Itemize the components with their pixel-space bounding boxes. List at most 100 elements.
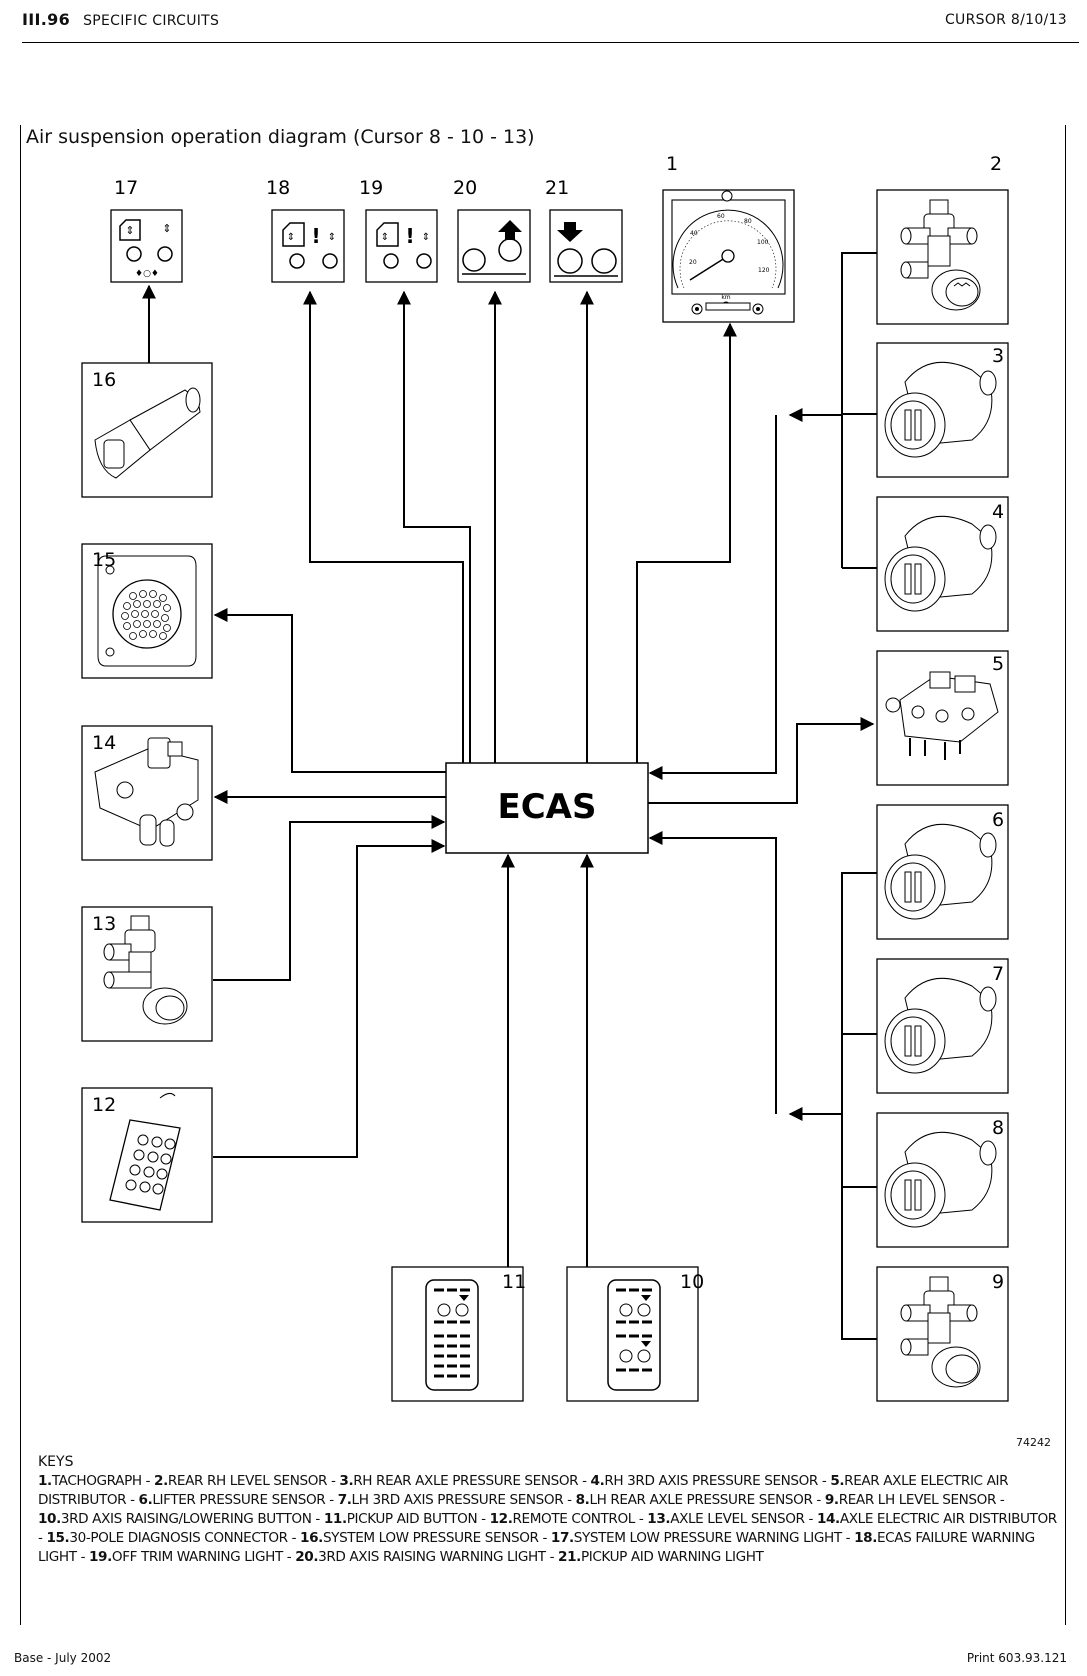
label-10: 10: [680, 1271, 704, 1293]
third-axis-button-10: [566, 1266, 699, 1402]
model-label: CURSOR 8/10/13: [944, 12, 1067, 28]
speed-80: 80: [744, 218, 752, 225]
frame-right-rule: [1065, 125, 1066, 1625]
line-ecas-to-15: [213, 608, 446, 773]
key-text-14: AXLE ELECTRIC AIR DISTRIBUTOR -: [38, 1511, 1057, 1546]
level-sensor-2: [876, 189, 1009, 325]
key-text-20: 3RD AXIS RAISING WARNING LIGHT -: [318, 1549, 559, 1565]
label-18: 18: [266, 177, 290, 199]
label-15: 15: [92, 549, 116, 571]
warning-light-19: ⇕ ! ⇕: [365, 209, 438, 283]
key-text-17: SYSTEM LOW PRESSURE WARNING LIGHT -: [573, 1530, 855, 1546]
svg-text:⇕: ⇕: [381, 232, 389, 243]
label-14: 14: [92, 732, 116, 754]
key-num-11: 11.: [323, 1511, 347, 1527]
key-text-15: 30-POLE DIAGNOSIS CONNECTOR -: [69, 1530, 301, 1546]
ecas-label: ECAS: [498, 787, 597, 827]
warning-light-21: [549, 209, 623, 283]
key-num-16: 16.: [300, 1530, 323, 1546]
pressure-sensor-4: [876, 496, 1009, 632]
key-num-3: 3.: [339, 1473, 354, 1489]
label-16: 16: [92, 369, 116, 391]
key-num-13: 13.: [647, 1511, 671, 1527]
key-num-15: 15.: [46, 1530, 70, 1546]
connection-lines: [142, 252, 877, 1340]
air-suspension-diagram: ECAS: [81, 153, 1009, 1402]
key-text-10: 3RD AXIS RAISING/LOWERING BUTTON -: [60, 1511, 324, 1527]
pickup-aid-button-11: [391, 1266, 524, 1402]
keys-legend: 1.TACHOGRAPH - 2.REAR RH LEVEL SENSOR - …: [38, 1472, 1058, 1567]
key-text-21: PICKUP AID WARNING LIGHT: [580, 1549, 764, 1565]
key-text-2: REAR RH LEVEL SENSOR -: [167, 1473, 340, 1489]
key-num-21: 21.: [558, 1549, 581, 1565]
svg-text:⇕: ⇕: [422, 232, 430, 243]
footer-edition: Base - July 2002: [14, 1651, 112, 1665]
line-bus2-to-ecas-lower: [648, 831, 777, 1114]
svg-text:⇕: ⇕: [328, 232, 336, 243]
label-4: 4: [992, 501, 1004, 523]
label-2: 2: [990, 153, 1002, 175]
speed-100: 100: [757, 239, 769, 246]
key-text-8: LH REAR AXLE PRESSURE SENSOR -: [589, 1492, 825, 1508]
key-num-7: 7.: [337, 1492, 352, 1508]
key-text-5: REAR AXLE ELECTRIC AIR DISTRIBUTOR -: [38, 1473, 1009, 1508]
label-7: 7: [992, 963, 1004, 985]
label-19: 19: [359, 177, 383, 199]
line-ecas-to-19: [397, 290, 471, 763]
pressure-sensor-6: [876, 804, 1009, 940]
ecas-unit: ECAS: [445, 762, 649, 854]
page-number: III.96: [22, 10, 71, 29]
key-num-20: 20.: [295, 1549, 319, 1565]
key-num-14: 14.: [816, 1511, 840, 1527]
key-text-11: PICKUP AID BUTTON -: [346, 1511, 490, 1527]
key-text-7: LH 3RD AXIS PRESSURE SENSOR -: [351, 1492, 576, 1508]
svg-text:⇕: ⇕: [287, 232, 295, 243]
key-num-1: 1.: [38, 1473, 52, 1489]
keys-heading: KEYS: [38, 1454, 74, 1470]
air-distributor-5: [876, 650, 1009, 786]
key-num-9: 9.: [824, 1492, 839, 1508]
key-num-17: 17.: [550, 1530, 574, 1546]
key-num-19: 19.: [89, 1549, 112, 1565]
key-num-2: 2.: [154, 1473, 168, 1489]
key-num-8: 8.: [575, 1492, 590, 1508]
diagnosis-connector-15: [81, 543, 213, 679]
key-text-16: SYSTEM LOW PRESSURE SENSOR -: [322, 1530, 551, 1546]
key-num-4: 4.: [590, 1473, 605, 1489]
line-ecas-to-5: [648, 717, 875, 804]
svg-text:⇕: ⇕: [162, 222, 171, 235]
key-num-12: 12.: [489, 1511, 513, 1527]
line-ecas-to-1: [636, 322, 737, 763]
svg-text:!: !: [311, 224, 320, 248]
axle-level-sensor-13: [81, 906, 213, 1042]
warning-light-20: [457, 209, 531, 283]
warning-light-17: ⇕ ⇕ ♦○♦: [110, 209, 183, 283]
label-6: 6: [992, 809, 1004, 831]
key-text-18: ECAS FAILURE WARNING LIGHT -: [38, 1530, 1035, 1565]
label-20: 20: [453, 177, 477, 199]
label-3: 3: [992, 345, 1004, 367]
low-pressure-sensor-16: [81, 362, 213, 498]
label-9: 9: [992, 1271, 1004, 1293]
key-text-1: TACHOGRAPH -: [51, 1473, 155, 1489]
key-text-9: REAR LH LEVEL SENSOR -: [838, 1492, 1005, 1508]
label-12: 12: [92, 1094, 116, 1116]
label-8: 8: [992, 1117, 1004, 1139]
line-12-to-ecas: [213, 839, 446, 1158]
line-13-to-ecas: [213, 815, 446, 981]
speed-40: 40: [690, 230, 698, 237]
key-num-18: 18.: [854, 1530, 877, 1546]
pressure-sensor-8: [876, 1112, 1009, 1248]
connector-pins: [121, 590, 171, 640]
pressure-sensor-3: [876, 342, 1009, 478]
key-text-4: RH 3RD AXIS PRESSURE SENSOR -: [604, 1473, 831, 1489]
key-text-6: LIFTER PRESSURE SENSOR -: [152, 1492, 338, 1508]
svg-text:!: !: [405, 224, 414, 248]
remote-control-12: [81, 1087, 213, 1223]
axle-air-distributor-14: [81, 725, 213, 861]
speed-20: 20: [689, 259, 697, 266]
footer-print-code: Print 603.93.121: [966, 1651, 1067, 1665]
tachograph-unit: km: [721, 294, 730, 301]
line-bus-2-3-4: [841, 252, 877, 415]
label-11: 11: [502, 1271, 526, 1293]
